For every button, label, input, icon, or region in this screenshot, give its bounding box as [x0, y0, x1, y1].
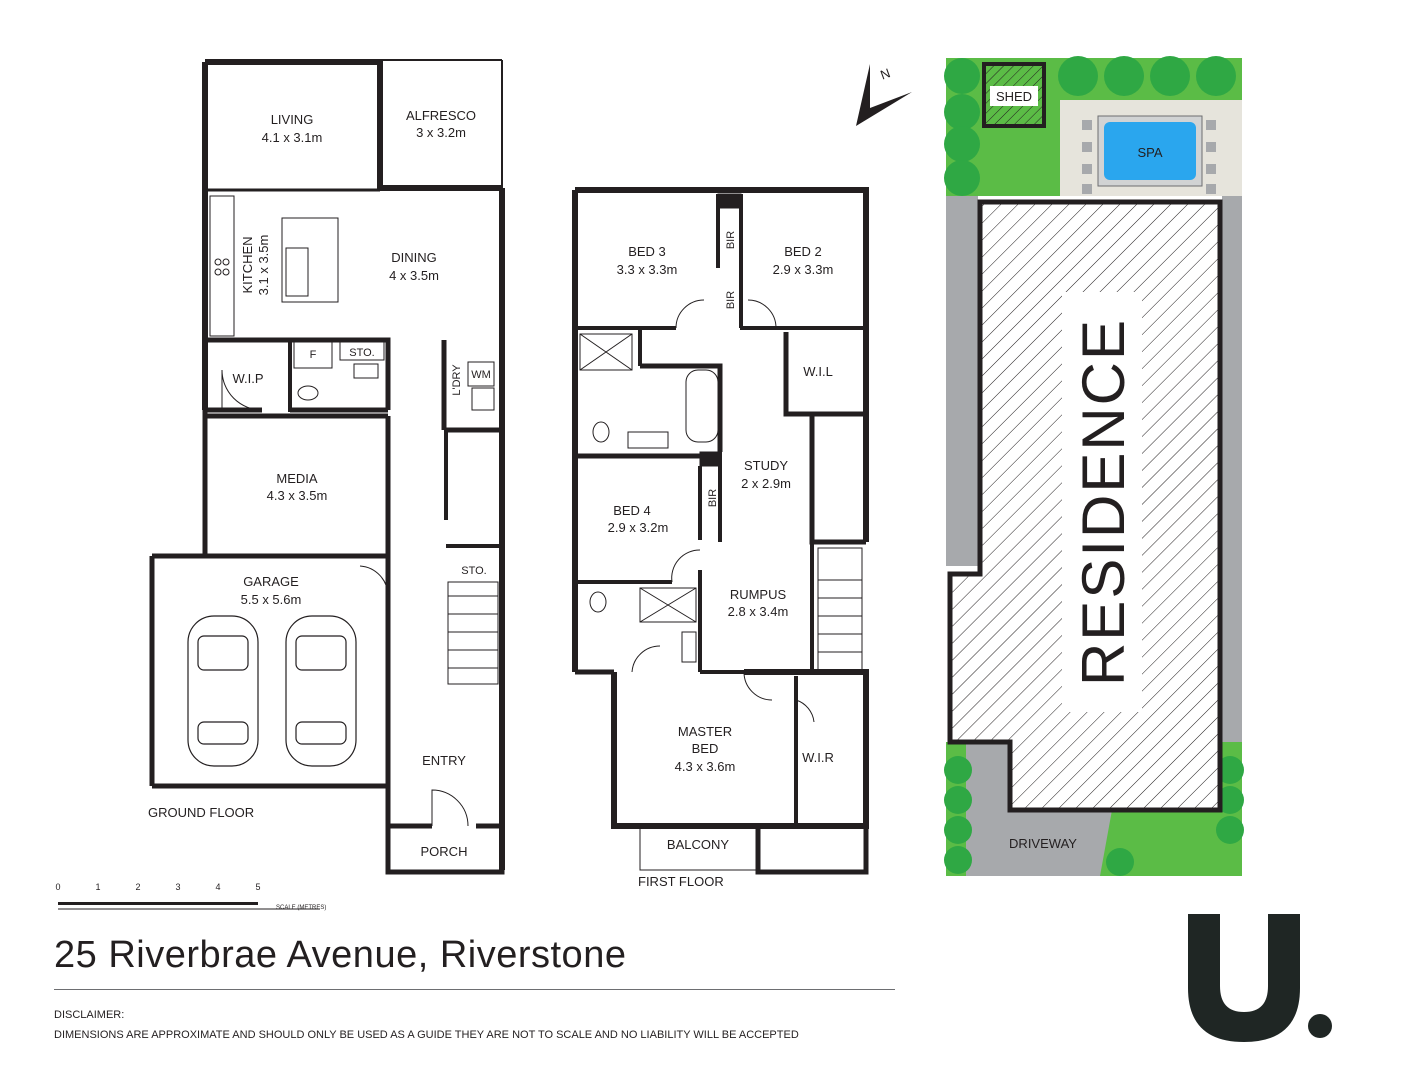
ground-floor-plan — [149, 59, 505, 875]
room-dims-kitchen: 3.1 x 3.5m — [256, 235, 271, 296]
room-label-laundry: L'DRY — [451, 364, 463, 396]
room-dims-garage: 5.5 x 5.6m — [241, 592, 302, 607]
room-label-stair-storage: STO. — [461, 565, 486, 577]
scale-tick-5: 5 — [255, 882, 260, 892]
north-arrow-icon: N — [856, 64, 912, 126]
room-label-porch: PORCH — [421, 844, 468, 859]
room-label-balcony: BALCONY — [667, 837, 729, 852]
divider — [54, 989, 895, 990]
first-floor-title: FIRST FLOOR — [638, 874, 724, 889]
room-label-study: STUDY — [744, 458, 788, 473]
room-label-rumpus: RUMPUS — [730, 587, 787, 602]
shed-label: SHED — [996, 89, 1032, 104]
room-label-media: MEDIA — [276, 471, 318, 486]
ground-floor-labels: LIVING 4.1 x 3.1m ALFRESCO 3 x 3.2m KITC… — [148, 108, 491, 859]
room-label-bir-b: BIR — [725, 291, 737, 309]
room-label-wir: W.I.R — [802, 750, 834, 765]
room-label-bed3: BED 3 — [628, 244, 666, 259]
room-label-wil: W.I.L — [803, 364, 833, 379]
tree-icon — [944, 56, 1244, 876]
room-label-kitchen: KITCHEN — [240, 236, 255, 293]
room-dims-bed3: 3.3 x 3.3m — [617, 262, 678, 277]
scale-tick-0: 0 — [55, 882, 60, 892]
room-label-storage: STO. — [349, 347, 374, 359]
room-label-garage: GARAGE — [243, 574, 299, 589]
first-floor-labels: BED 3 3.3 x 3.3m BED 2 2.9 x 3.3m BIR BI… — [608, 231, 834, 889]
residence-label: RESIDENCE — [1070, 318, 1137, 686]
scale-tick-3: 3 — [175, 882, 180, 892]
room-label-living: LIVING — [271, 112, 314, 127]
room-label-master-1: MASTER — [678, 724, 732, 739]
room-dims-study: 2 x 2.9m — [741, 476, 791, 491]
driveway-label: DRIVEWAY — [1009, 836, 1077, 851]
disclaimer-heading: DISCLAIMER: — [54, 1009, 125, 1021]
scale-tick-1: 1 — [95, 882, 100, 892]
site-plan: SPA SHED RESIDENCE DRIVEWAY — [944, 56, 1244, 876]
scale-unit-label: SCALE (METRES) — [276, 905, 326, 911]
room-dims-media: 4.3 x 3.5m — [267, 488, 328, 503]
room-label-master-2: BED — [692, 741, 719, 756]
north-label: N — [878, 65, 892, 82]
room-label-fridge: F — [310, 349, 317, 361]
scale-tick-4: 4 — [215, 882, 220, 892]
room-label-dining: DINING — [391, 250, 437, 265]
room-label-entry: ENTRY — [422, 753, 466, 768]
scale-tick-2: 2 — [135, 882, 140, 892]
room-dims-dining: 4 x 3.5m — [389, 268, 439, 283]
scale-bar: 0 1 2 3 4 5 SCALE (METRES) — [55, 882, 326, 911]
room-dims-bed4: 2.9 x 3.2m — [608, 520, 669, 535]
room-label-bed2: BED 2 — [784, 244, 822, 259]
room-label-washer: WM — [471, 369, 491, 381]
room-label-wip: W.I.P — [232, 371, 263, 386]
room-label-alfresco: ALFRESCO — [406, 108, 476, 123]
first-floor-plan — [572, 187, 869, 875]
room-dims-master: 4.3 x 3.6m — [675, 759, 736, 774]
room-dims-alfresco: 3 x 3.2m — [416, 125, 466, 140]
room-label-bir-c: BIR — [707, 489, 719, 507]
room-dims-bed2: 2.9 x 3.3m — [773, 262, 834, 277]
room-dims-living: 4.1 x 3.1m — [262, 130, 323, 145]
room-dims-rumpus: 2.8 x 3.4m — [728, 604, 789, 619]
brand-logo-icon — [1188, 914, 1332, 1042]
disclaimer-text: DIMENSIONS ARE APPROXIMATE AND SHOULD ON… — [54, 1029, 799, 1041]
spa-label: SPA — [1137, 145, 1162, 160]
ground-floor-title: GROUND FLOOR — [148, 805, 254, 820]
property-address: 25 Riverbrae Avenue, Riverstone — [54, 934, 627, 976]
room-label-bed4: BED 4 — [613, 503, 651, 518]
room-label-bir-a: BIR — [725, 231, 737, 249]
car-icon — [187, 615, 357, 767]
